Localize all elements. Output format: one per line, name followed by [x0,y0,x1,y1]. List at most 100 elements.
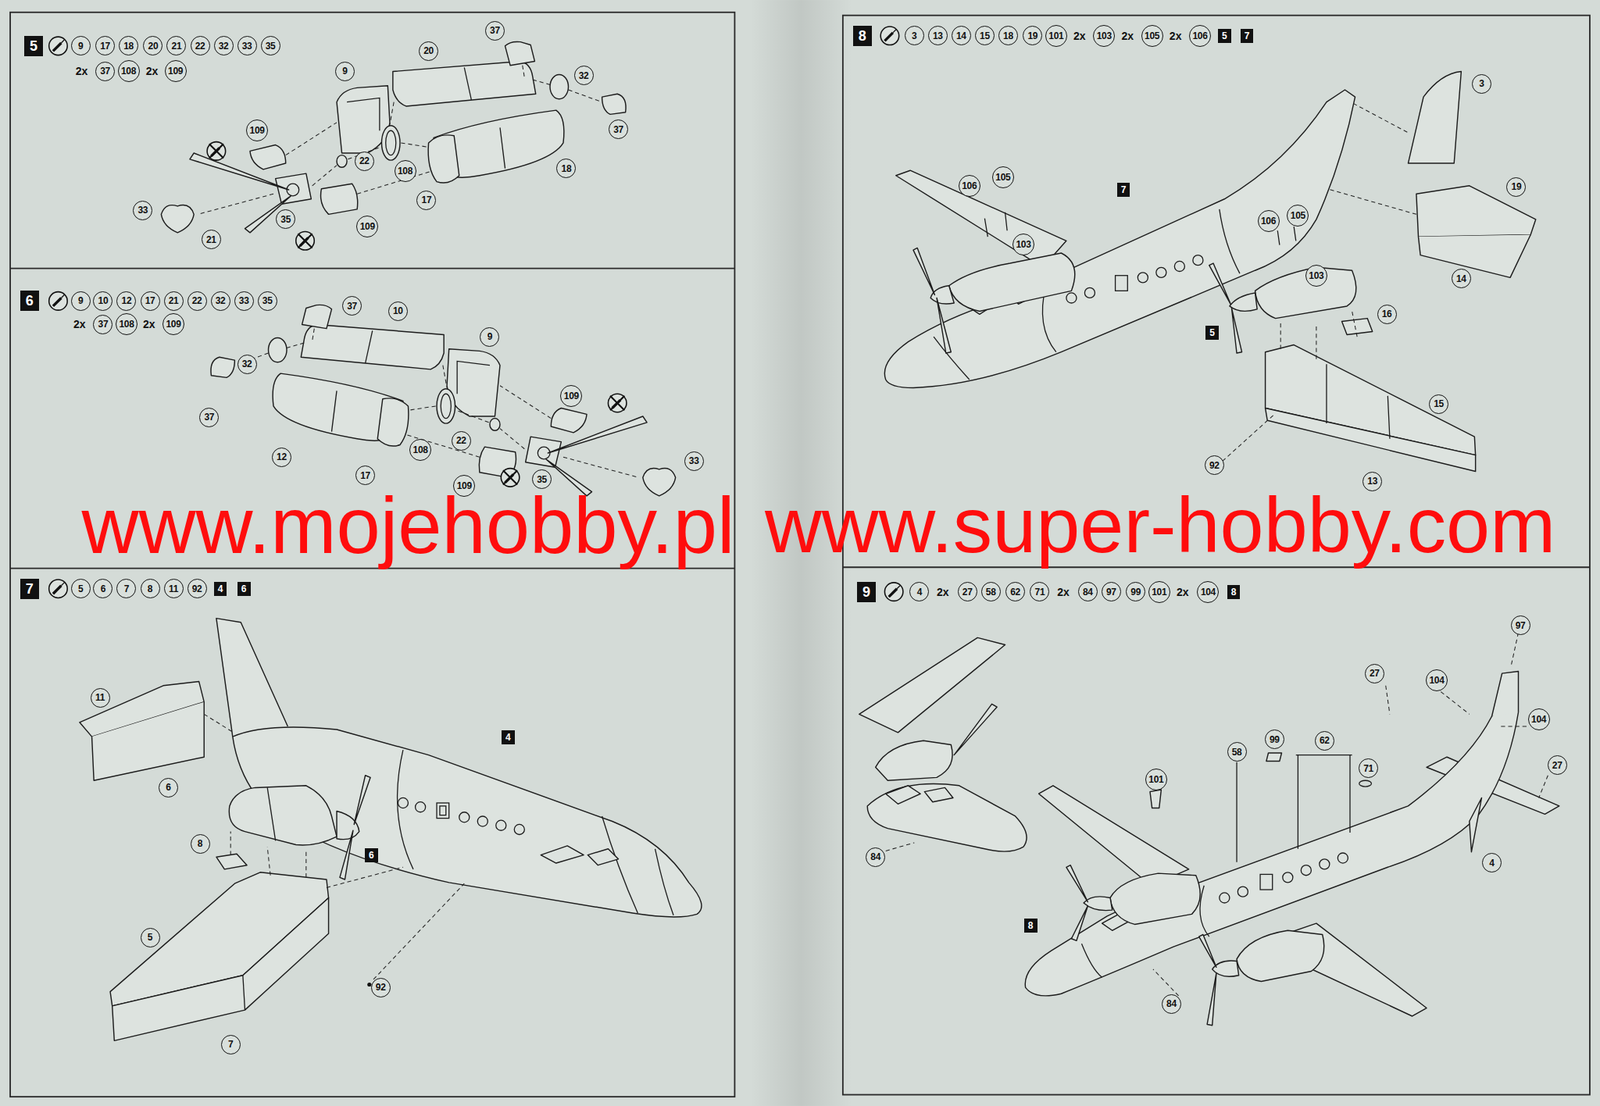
callout-number: 22 [190,35,211,56]
subassembly-number: 4 [501,730,515,745]
subassembly-number: 6 [237,582,251,597]
callout-number: 37 [92,314,113,335]
callout-number: 32 [574,65,594,86]
callout-number: 37 [199,407,219,428]
callout-number: 22 [187,291,208,311]
subassembly-number: 8 [1227,585,1241,600]
callout-number: 101 [1148,581,1171,604]
callout-number: 92 [1204,455,1225,475]
quantity-text: 2x [71,317,88,331]
watermark: www.super-hobby.com [764,482,1556,569]
step-number: 6 [20,290,40,311]
subassembly-number: 4 [214,582,228,597]
callout-number: 62 [1314,731,1335,751]
callout-number: 35 [257,291,278,311]
subassembly-number: 5 [1205,325,1219,340]
subassembly-number: 6 [364,848,379,863]
callout-number: 17 [416,190,436,211]
callout-number: 103 [1012,233,1035,256]
callout-number: 71 [1029,582,1050,602]
callout-number: 32 [210,291,231,311]
callout-number: 108 [394,160,417,183]
callout-number: 4 [1482,853,1502,873]
subassembly-number: 5 [1217,28,1232,43]
callout-number: 8 [140,578,161,599]
callout-number: 35 [260,35,281,56]
step-number: 5 [24,35,43,57]
callout-number: 108 [117,60,140,83]
callout-number: 33 [234,291,254,311]
callout-number: 58 [981,582,1001,602]
watermark: www.mojehobby.pl [82,482,736,569]
callout-number: 104 [1528,708,1550,731]
quantity-text: 2x [74,64,90,78]
callout-number: 12 [271,447,292,468]
callout-number: 108 [115,313,138,336]
callout-number: 32 [214,35,234,56]
callout-number: 6 [158,778,179,798]
callout-number: 18 [118,35,139,56]
callout-number: 71 [1358,758,1379,779]
callout-number: 33 [684,451,704,472]
callout-number: 37 [95,61,115,82]
callout-number: 22 [354,151,375,172]
callout-number: 92 [371,978,391,998]
callout-number: 15 [1428,394,1449,415]
callout-number: 18 [998,25,1018,46]
callout-number: 105 [1141,25,1164,47]
callout-number: 97 [1510,615,1531,636]
callout-number: 9 [335,61,355,82]
callout-number: 108 [409,439,432,461]
subassembly-number: 7 [1117,182,1131,197]
callout-number: 27 [1364,664,1385,684]
callout-number: 84 [1161,994,1182,1015]
step-number: 8 [853,25,872,47]
callout-number: 21 [201,229,222,250]
callout-number: 27 [957,582,978,602]
callout-number: 17 [95,35,115,56]
callout-number: 32 [237,354,258,375]
callout-number: 11 [164,578,184,599]
callout-number: 4 [909,582,929,602]
callout-number: 37 [485,21,505,41]
callout-number: 106 [1257,210,1280,233]
quantity-text: 2x [1167,29,1184,43]
callout-number: 99 [1264,729,1285,750]
callout-number: 84 [1078,582,1098,602]
callout-number: 5 [140,928,161,948]
callout-number: 35 [275,209,296,229]
quantity-text: 2x [141,317,158,331]
callout-number: 19 [1506,177,1526,197]
callout-number: 84 [865,847,886,868]
callout-number: 10 [388,301,408,322]
callout-number: 13 [928,25,948,46]
callout-number: 9 [71,35,91,56]
quantity-text: 2x [1055,585,1072,599]
callout-number: 16 [1377,304,1397,325]
callout-number: 33 [132,200,153,221]
quantity-text: 2x [1119,29,1136,43]
callout-number: 104 [1425,669,1448,692]
callout-number: 3 [904,25,925,46]
callout-number: 21 [166,35,186,56]
callout-number: 109 [164,60,187,83]
subassembly-number: 7 [1240,28,1254,43]
callout-number: 109 [356,215,379,238]
callout-number: 19 [1022,25,1043,46]
callout-number: 17 [140,291,161,311]
callout-number: 15 [975,25,995,46]
callout-number: 62 [1005,582,1025,602]
step-number: 9 [857,582,876,603]
quantity-text: 2x [935,585,951,599]
callout-number: 22 [451,431,472,451]
callout-number: 3 [1471,74,1492,94]
callout-number: 104 [1196,581,1219,604]
callout-number: 18 [556,158,576,179]
callout-number: 14 [951,25,972,46]
quantity-text: 2x [144,64,161,78]
callout-number: 37 [342,296,362,316]
callout-number: 10 [92,291,113,311]
callout-number: 20 [142,35,163,56]
callout-number: 101 [1045,25,1068,47]
callout-number: 97 [1101,582,1122,602]
